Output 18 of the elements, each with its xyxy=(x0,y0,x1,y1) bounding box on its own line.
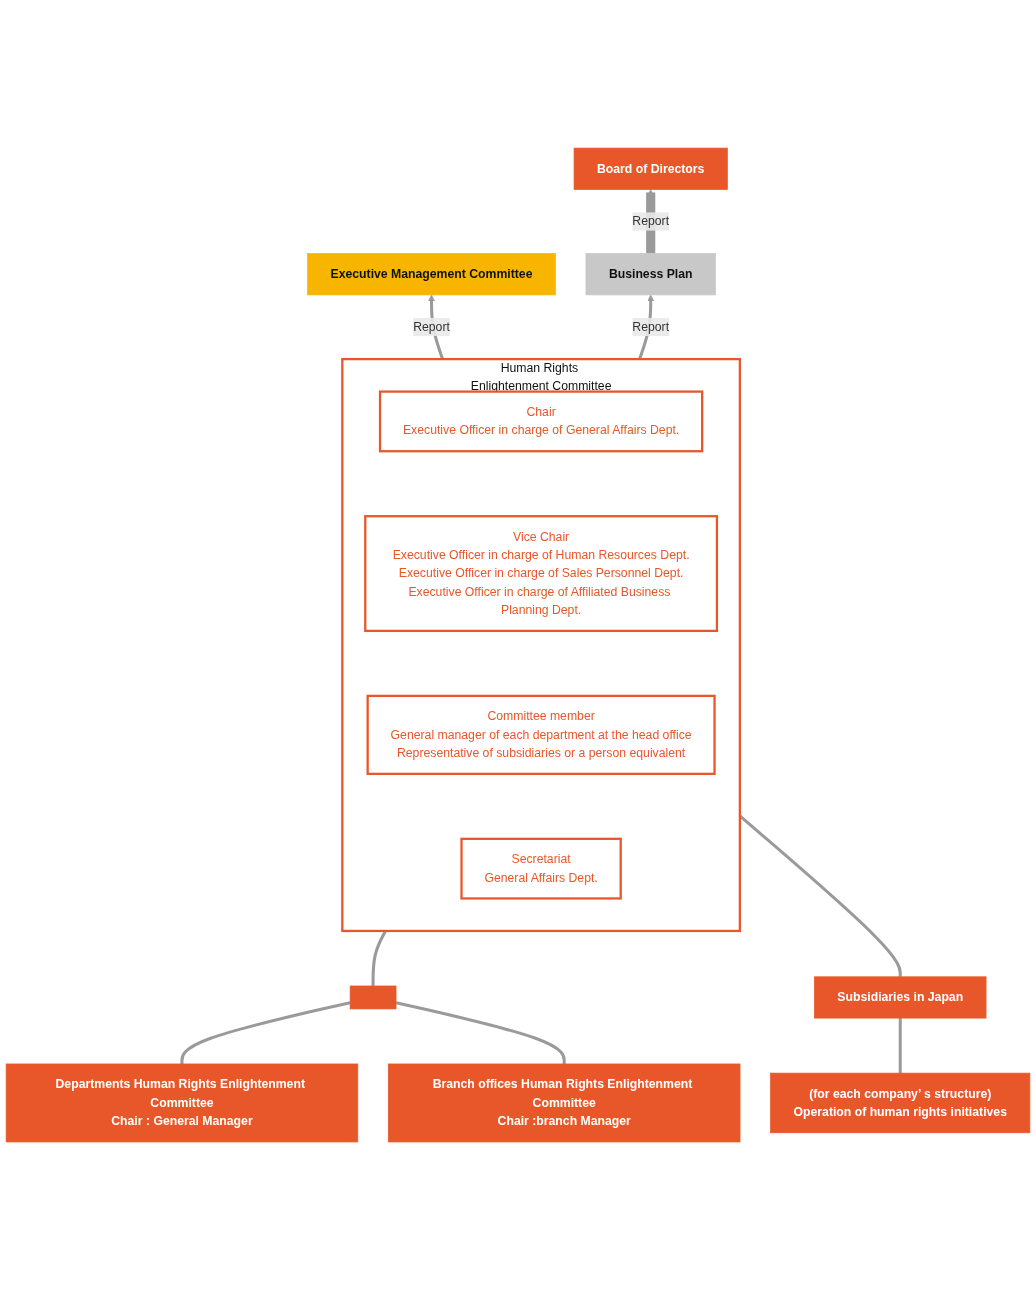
node-box: Board of Directors xyxy=(573,148,728,191)
node-box: Vice Chair Executive Officer in charge of Human Resources Dept. Executive Officer in charge of Sales Personnel Dept. Executive Officer in charge of Affiliated Business Planning Dept. xyxy=(364,515,719,633)
node-box: Secretariat General Affairs Dept. xyxy=(460,838,622,901)
node-box: Branch offices Human Rights Enlightenment Committee Chair :branch Manager xyxy=(388,1064,741,1143)
node-box xyxy=(349,986,397,1010)
connector xyxy=(898,1018,902,1074)
node-box: Departments Human Rights Enlightenment Committee Chair : General Manager xyxy=(5,1064,359,1143)
edge-label: Report xyxy=(632,215,670,229)
edge-label: Report xyxy=(632,320,670,334)
edge-label: Report xyxy=(413,320,450,334)
node-box: Business Plan xyxy=(585,253,716,296)
node-box: (for each company’ s structure) Operation of human rights initiatives xyxy=(770,1073,1031,1134)
node-box: Committee member General manager of each department at the head office Representative of subsidiaries or a person equivalent xyxy=(366,695,716,776)
connector xyxy=(395,1001,566,1065)
node-box: Chair Executive Officer in charge of General Affairs Dept. xyxy=(378,390,704,453)
connector xyxy=(180,1001,351,1065)
node-box: Executive Management Committee xyxy=(307,253,556,296)
node-box: Subsidiaries in Japan xyxy=(814,976,987,1019)
